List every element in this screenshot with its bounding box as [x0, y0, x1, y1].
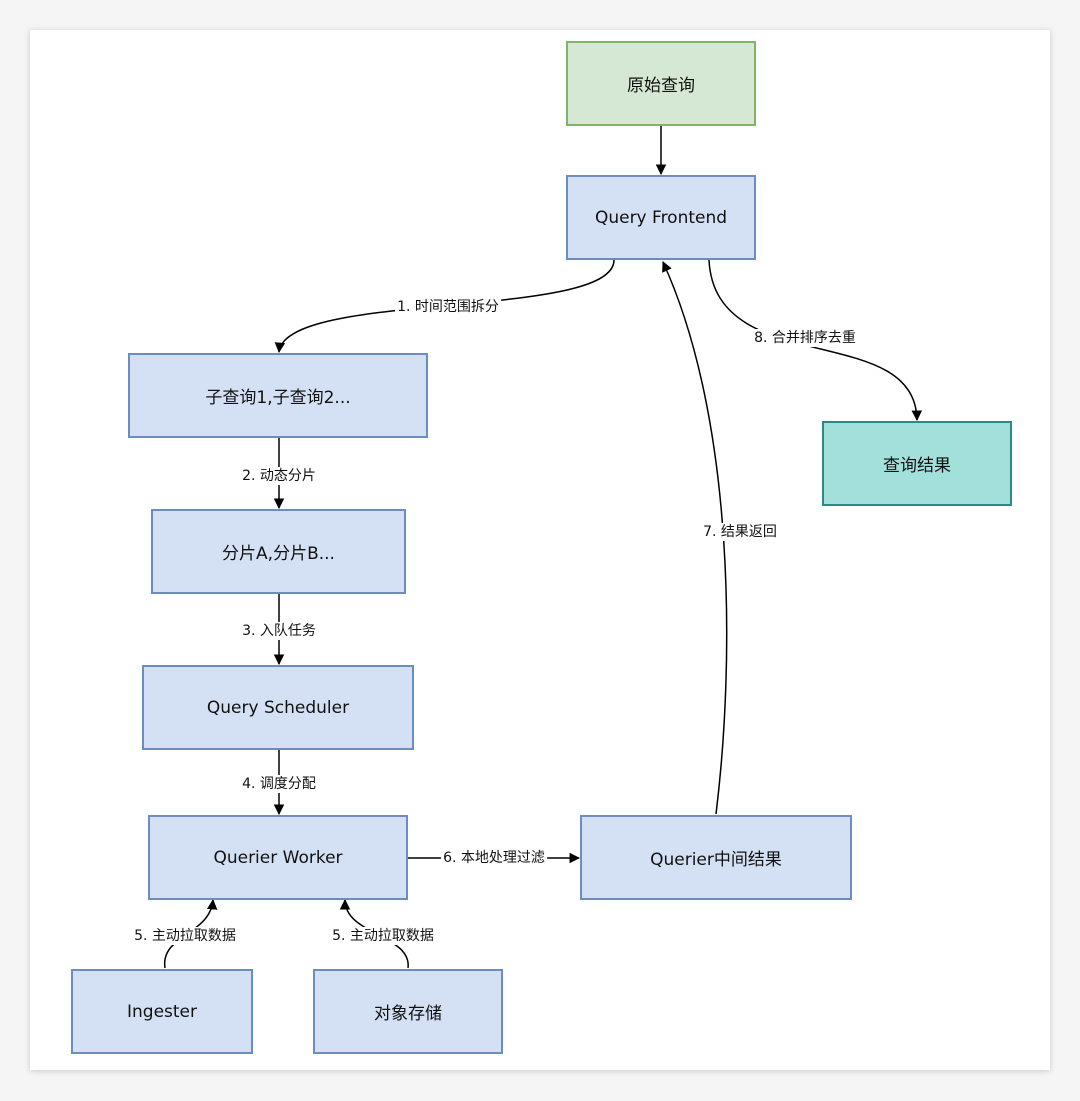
node-query-result[interactable]: 查询结果 — [822, 421, 1012, 506]
edge-label-5b: 5. 主动拉取数据 — [330, 927, 436, 945]
node-shards[interactable]: 分片A,分片B... — [151, 509, 406, 594]
node-object-storage[interactable]: 对象存储 — [313, 969, 503, 1054]
node-querier-intermediate[interactable]: Querier中间结果 — [580, 815, 852, 900]
edge-label-3: 3. 入队任务 — [240, 622, 318, 640]
edge-label-5a: 5. 主动拉取数据 — [132, 927, 238, 945]
edge-label-7: 7. 结果返回 — [701, 523, 779, 541]
edge-label-4: 4. 调度分配 — [240, 775, 318, 793]
node-querier-worker[interactable]: Querier Worker — [148, 815, 408, 900]
node-original-query[interactable]: 原始查询 — [566, 41, 756, 126]
edge-label-1: 1. 时间范围拆分 — [395, 298, 501, 316]
node-query-frontend[interactable]: Query Frontend — [566, 175, 756, 260]
edge-label-6: 6. 本地处理过滤 — [441, 849, 547, 867]
node-subqueries[interactable]: 子查询1,子查询2... — [128, 353, 428, 438]
edge-label-8: 8. 合并排序去重 — [752, 329, 858, 347]
edge-label-2: 2. 动态分片 — [240, 467, 318, 485]
node-query-scheduler[interactable]: Query Scheduler — [142, 665, 414, 750]
node-ingester[interactable]: Ingester — [71, 969, 253, 1054]
edge-frontend-to-result — [708, 259, 923, 422]
